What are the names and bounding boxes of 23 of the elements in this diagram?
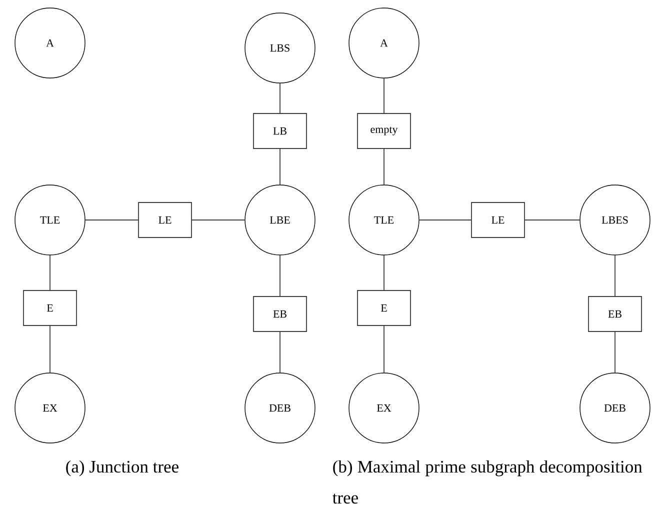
circle-node: A (14, 8, 86, 78)
separator-box: EB (253, 296, 307, 332)
circle-node: TLE (348, 184, 420, 256)
separator-box: LE (138, 202, 192, 238)
circle-node: DEB (244, 372, 316, 444)
separator-box: EB (588, 296, 642, 332)
connector-line (614, 255, 616, 296)
caption: (a) Junction tree (66, 460, 178, 476)
circle-node: LBS (244, 12, 316, 84)
separator-box: LB (253, 113, 307, 149)
circle-node: EX (348, 372, 420, 444)
circle-node: TLE (14, 184, 86, 256)
circle-node: LBE (244, 184, 316, 256)
circle-node: LBES (580, 184, 650, 256)
circle-node: DEB (580, 372, 650, 444)
separator-box: E (357, 290, 411, 326)
connector-line (614, 332, 616, 373)
circle-node: A (348, 8, 420, 78)
separator-box: LE (471, 202, 525, 238)
separator-box: E (23, 290, 77, 326)
caption: (b) Maximal prime subgraph decomposition tree (332, 460, 642, 504)
separator-box: empty (357, 113, 411, 149)
circle-node: EX (14, 372, 86, 444)
